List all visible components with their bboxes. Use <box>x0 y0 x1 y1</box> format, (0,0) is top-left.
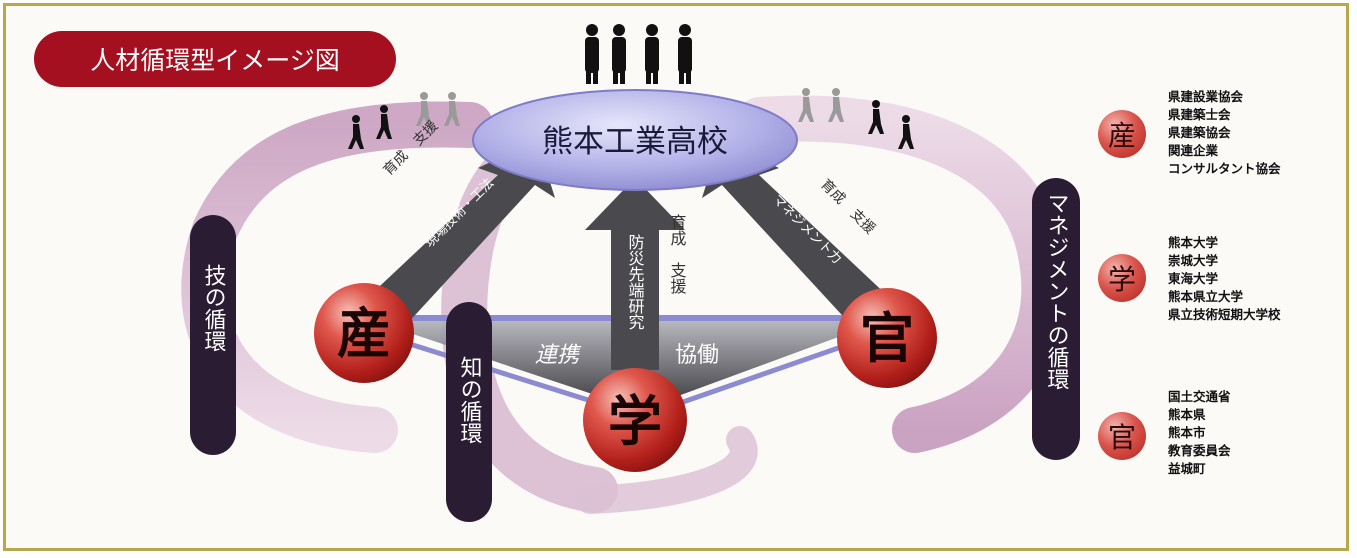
legend-symbol-industry: 産 <box>1098 110 1146 158</box>
center-support-arrow <box>585 178 685 370</box>
school-ellipse <box>472 89 798 191</box>
list-item: 県建設業協会 <box>1168 89 1244 104</box>
legend-list-industry: 県建設業協会 県建築士会 県建築協会 関連企業 コンサルタント協会 <box>1168 88 1281 178</box>
list-item: 東海大学 <box>1168 271 1219 286</box>
list-item: 県立技術短期大学校 <box>1168 307 1281 322</box>
triangle-left-label: 連携 <box>535 343 582 368</box>
diagram-title: 人材循環型イメージ図 <box>34 31 396 87</box>
list-item: コンサルタント協会 <box>1168 161 1281 176</box>
industry-node <box>314 283 414 383</box>
government-symbol: 官 <box>860 307 914 370</box>
right-cycle-label: マネジメントの循環 <box>1044 192 1070 390</box>
academia-symbol: 学 <box>608 390 662 453</box>
list-item: 熊本市 <box>1168 425 1206 440</box>
list-item: 県建築協会 <box>1168 125 1231 140</box>
legend-symbol-academia: 学 <box>1098 254 1146 302</box>
center-cycle-pill <box>446 302 492 522</box>
list-item: 熊本県 <box>1168 407 1206 422</box>
bottom-flow-arc <box>576 426 758 514</box>
legend-symbol-government: 官 <box>1098 412 1146 460</box>
right-arrow-outer-label: 育成 支援 <box>817 177 878 238</box>
legend-list-government: 国土交通省 熊本県 熊本市 教育委員会 益城町 <box>1168 388 1231 478</box>
academia-node <box>583 368 687 472</box>
people-group-top <box>585 24 692 84</box>
left-cycle-pill <box>190 215 236 455</box>
list-item: 熊本県立大学 <box>1168 289 1244 304</box>
school-label: 熊本工業高校 <box>542 124 728 160</box>
center-arrow-side-label: 防災先端研究 <box>626 234 645 330</box>
right-cycle-pill <box>1032 178 1080 460</box>
list-item: 教育委員会 <box>1168 443 1231 458</box>
list-item: 崇城大学 <box>1168 253 1219 268</box>
government-node <box>837 288 937 388</box>
left-support-arrow <box>365 140 555 326</box>
people-walking-right <box>798 88 914 149</box>
list-item: 関連企業 <box>1168 143 1219 158</box>
list-item: 県建築士会 <box>1168 107 1231 122</box>
list-item: 益城町 <box>1168 461 1206 476</box>
right-support-arrow <box>702 140 892 326</box>
industry-symbol: 産 <box>337 302 391 365</box>
center-cycle-label: 知の循環 <box>457 356 483 444</box>
center-arrow-label: 育成 支援 <box>668 214 687 295</box>
legend-list-academia: 熊本大学 崇城大学 東海大学 熊本県立大学 県立技術短期大学校 <box>1168 234 1281 324</box>
list-item: 熊本大学 <box>1168 235 1219 250</box>
triangle-right-label: 協働 <box>675 343 719 368</box>
list-item: 国土交通省 <box>1168 389 1231 404</box>
left-cycle-label: 技の循環 <box>201 264 227 352</box>
people-walking-left <box>348 92 460 149</box>
